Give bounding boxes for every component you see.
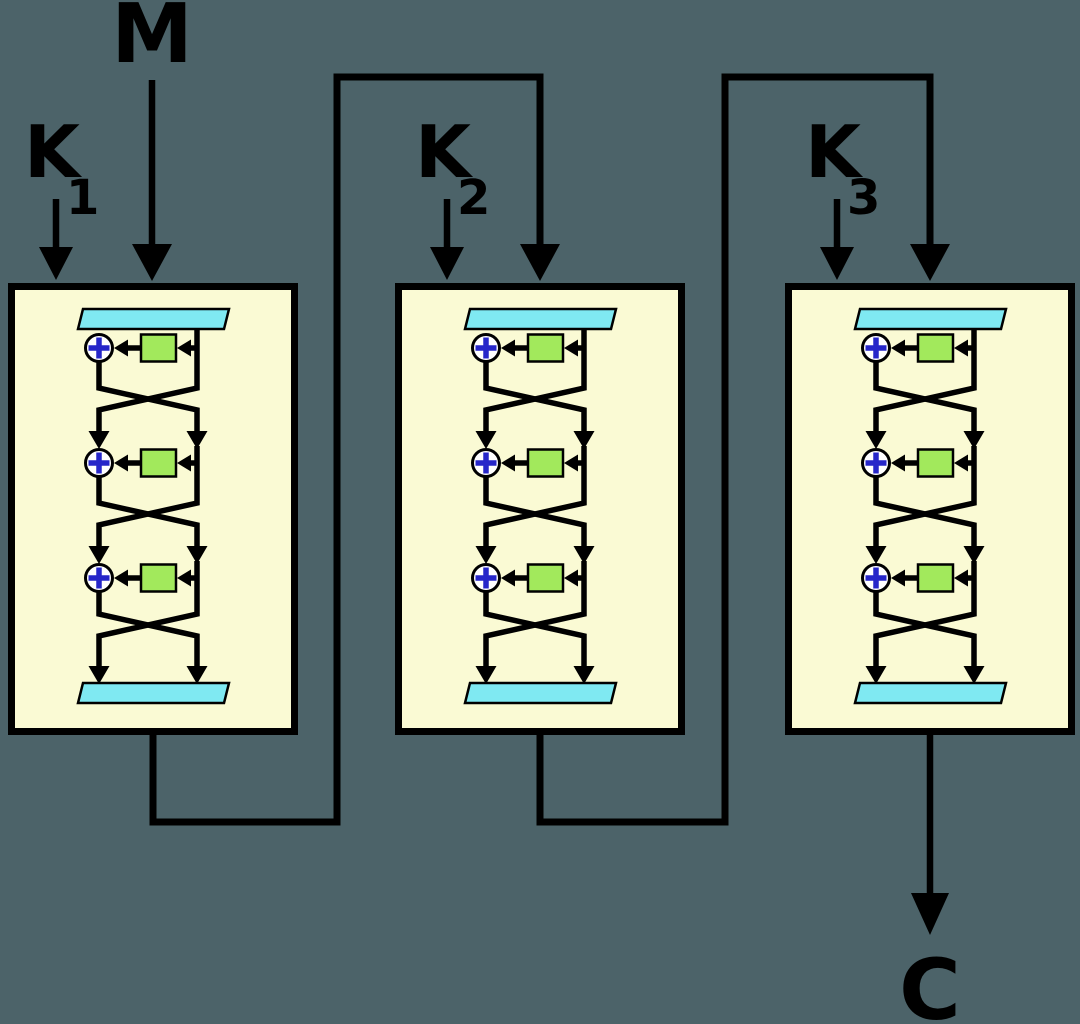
- key-label-2: K: [415, 110, 473, 194]
- key-arrowhead-icon: [430, 247, 464, 280]
- des-block-3: [789, 287, 1072, 732]
- key-arrowhead-icon: [39, 247, 73, 280]
- des-block-2: [399, 287, 682, 732]
- chain-arrowhead-1-icon: [520, 244, 560, 281]
- chain-link-2: [536, 73, 934, 826]
- key-arrowhead-icon: [820, 247, 854, 280]
- key-subscript-1: 1: [66, 170, 99, 226]
- message-label: M: [111, 0, 193, 82]
- message-arrowhead-icon: [132, 244, 172, 281]
- key-subscript-3: 3: [847, 170, 880, 226]
- output-arrowhead-icon: [911, 893, 949, 935]
- key-input-2: K 2: [415, 110, 490, 280]
- key-label-3: K: [805, 110, 863, 194]
- chain-arrowhead-2-icon: [910, 244, 950, 281]
- key-input-1: K 1: [24, 110, 99, 280]
- ciphertext-label: C: [899, 941, 961, 1024]
- chain-link-1: [149, 73, 544, 826]
- key-subscript-2: 2: [457, 170, 490, 226]
- des-block-1: [12, 287, 295, 732]
- key-input-3: K 3: [805, 110, 880, 280]
- key-label-1: K: [24, 110, 82, 194]
